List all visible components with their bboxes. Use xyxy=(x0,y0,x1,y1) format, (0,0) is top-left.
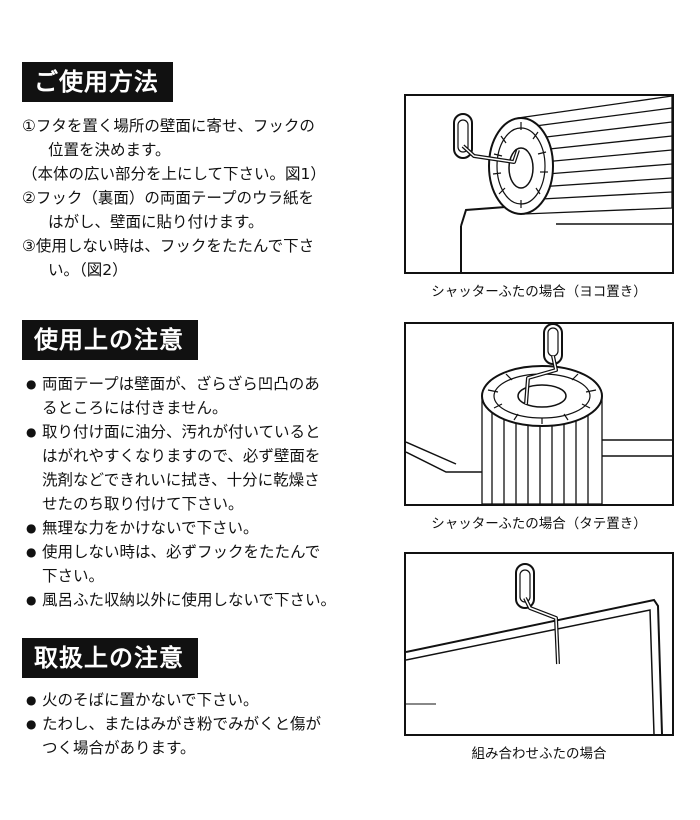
cautions-list: ●両面テープは壁面が、ざらざら凹凸のあ るところには付きません。 ●取り付け面に… xyxy=(22,372,336,612)
bullet-icon: ● xyxy=(26,693,37,707)
usage-instructions: ①フタを置く場所の壁面に寄せ、フックの 位置を決めます。 （本体の広い部分を上に… xyxy=(22,114,326,282)
bullet-icon: ● xyxy=(26,717,37,731)
list-item: ●使用しない時は、必ずフックをたたんで xyxy=(22,540,336,564)
list-item: ●たわし、またはみがき粉でみがくと傷が xyxy=(22,712,321,736)
usage-line: ②フック（裏面）の両面テープのウラ紙を xyxy=(22,189,314,207)
list-item-continuation: 洗剤などできれいに拭き、十分に乾燥さ xyxy=(42,471,320,489)
list-item: ●火のそばに置かないで下さい。 xyxy=(22,688,321,712)
usage-line: （本体の広い部分を上にして下さい。図1） xyxy=(22,165,326,183)
shutter-vertical-illustration xyxy=(406,324,672,504)
shutter-horizontal-illustration xyxy=(453,96,672,272)
usage-line: 位置を決めます。 xyxy=(48,141,171,159)
handling-list: ●火のそばに置かないで下さい。 ●たわし、またはみがき粉でみがくと傷が つく場合… xyxy=(22,688,321,760)
usage-heading: ご使用方法 xyxy=(22,62,173,102)
bullet-icon: ● xyxy=(26,545,37,559)
bullet-icon: ● xyxy=(26,521,37,535)
combination-lid-illustration xyxy=(406,563,663,734)
figure-shutter-vertical xyxy=(404,322,674,506)
list-item: ●取り付け面に油分、汚れが付いていると xyxy=(22,420,336,444)
bullet-icon: ● xyxy=(26,377,37,391)
list-item-continuation: はがれやすくなりますので、必ず壁面を xyxy=(42,447,321,465)
usage-line: ①フタを置く場所の壁面に寄せ、フックの xyxy=(22,117,315,135)
usage-line: い。（図2） xyxy=(48,261,128,279)
handling-heading: 取扱上の注意 xyxy=(22,638,198,678)
usage-line: ③使用しない時は、フックをたたんで下さ xyxy=(22,237,315,255)
list-item: ●両面テープは壁面が、ざらざら凹凸のあ xyxy=(22,372,336,396)
list-item-continuation: るところには付きません。 xyxy=(42,399,228,417)
bullet-icon: ● xyxy=(26,425,37,439)
cautions-heading: 使用上の注意 xyxy=(22,320,198,360)
list-item: ●風呂ふた収納以外に使用しないで下さい。 xyxy=(22,588,336,612)
list-item-continuation: せたのち取り付けて下さい。 xyxy=(42,495,244,513)
figure-2-caption: シャッターふたの場合（タテ置き） xyxy=(431,516,647,532)
list-item: ●無理な力をかけないで下さい。 xyxy=(22,516,336,540)
list-item-continuation: 下さい。 xyxy=(42,567,105,585)
figure-shutter-horizontal xyxy=(404,94,674,274)
figure-combination-lid xyxy=(404,552,674,736)
list-item-continuation: つく場合があります。 xyxy=(42,739,196,757)
usage-line: はがし、壁面に貼り付けます。 xyxy=(48,213,264,231)
figure-1-caption: シャッターふたの場合（ヨコ置き） xyxy=(431,284,647,300)
figure-3-caption: 組み合わせふたの場合 xyxy=(471,746,607,762)
bullet-icon: ● xyxy=(26,593,37,607)
